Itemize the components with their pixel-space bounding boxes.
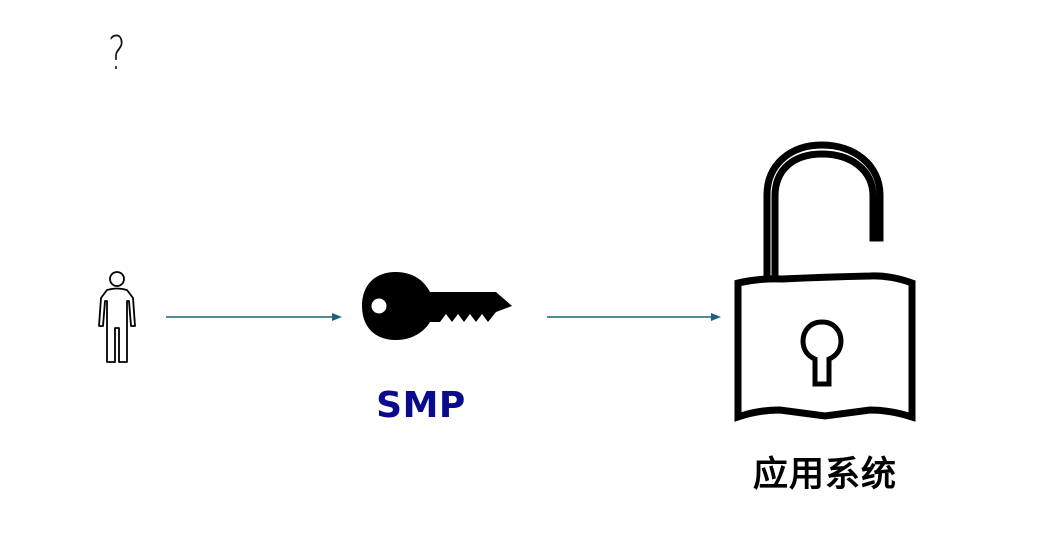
question-mark: ?	[108, 26, 126, 80]
key-icon	[362, 272, 512, 340]
unlocked-padlock-icon	[734, 141, 916, 422]
person-icon	[98, 271, 136, 363]
arrow-key-to-lock	[547, 313, 721, 321]
arrow-person-to-key	[166, 313, 342, 321]
key-label: SMP	[376, 385, 466, 426]
lock-label: 应用系统	[752, 455, 897, 495]
